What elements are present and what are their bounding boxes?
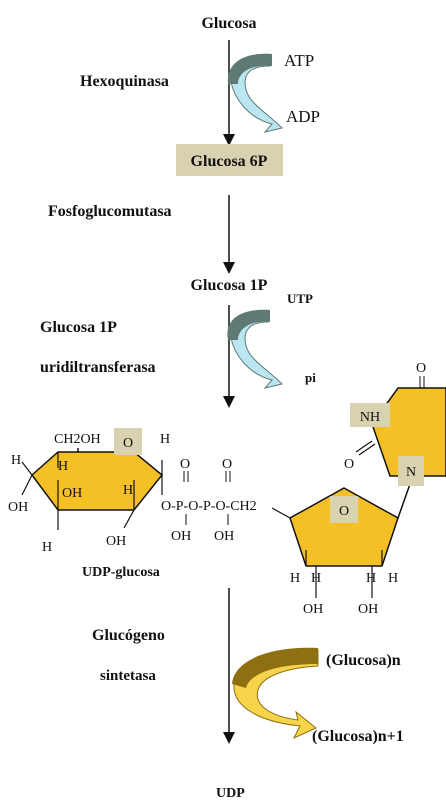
glucose-ring-o: O <box>123 436 133 451</box>
uracil-nh-label: NH <box>360 410 380 425</box>
phosphate-1-oh-label: OH <box>171 529 191 544</box>
ribose-h-left-label: H <box>290 571 300 586</box>
bond-oh-left <box>21 474 33 496</box>
uridiltransferasa-label-line1: Glucosa 1P <box>40 319 117 336</box>
hexoquinasa-label: Hexoquinasa <box>80 73 169 90</box>
glycogen-arrow-dark <box>232 647 318 688</box>
ribose-oh-right-label: OH <box>358 602 378 617</box>
bond-oh-bottom-right <box>123 509 135 529</box>
uracil-ring <box>371 387 446 477</box>
phosphate-1-o-label: O <box>180 457 190 472</box>
adp-label: ADP <box>286 107 320 126</box>
utp-label: UTP <box>287 291 313 306</box>
glucosa-1p-label: Glucosa 1P <box>191 277 268 294</box>
uracil-c-o-bond-b <box>358 443 376 456</box>
pi-label: pi <box>305 370 316 385</box>
glucosa-label: Glucosa <box>201 15 256 32</box>
glucogeno-sintetasa-line2: sintetasa <box>100 668 156 684</box>
glucosa-n-label: (Glucosa)n <box>326 652 401 669</box>
uracil-c-o-bond <box>355 440 373 453</box>
uracil-o-lower-label: O <box>344 457 354 472</box>
ribose-ring-o: O <box>339 504 349 519</box>
oh-left-label: OH <box>8 500 28 515</box>
h-bottom-label: H <box>42 540 52 555</box>
utp-pi-arrow-dark <box>227 309 270 340</box>
atp-adp-arrow-dark <box>227 53 272 84</box>
ribose-ring <box>289 487 399 567</box>
ribose-to-n-bond <box>397 483 411 519</box>
oh-bottom-right-label: OH <box>106 534 126 549</box>
oh-inner-label: OH <box>62 486 82 501</box>
uracil-o-top-label: O <box>416 361 426 376</box>
phosphate-2-oh-label: OH <box>214 529 234 544</box>
ribose-ring-o-box <box>330 496 358 523</box>
h-inner-label: H <box>58 459 68 474</box>
glucosa-6p-label: Glucosa 6P <box>191 153 268 170</box>
ribose-oh-left-label: OH <box>303 602 323 617</box>
phosphate-chain-label: O-P-O-P-O-CH2 <box>161 499 257 514</box>
h-top-right-label: H <box>160 432 170 447</box>
bond-h-left <box>21 461 33 476</box>
h-left-label: H <box>11 453 21 468</box>
ribose-h-left2-label: H <box>311 571 321 586</box>
h-right-inner-label: H <box>123 483 133 498</box>
glucose-ring <box>30 451 164 511</box>
udp-glucosa-label: UDP-glucosa <box>82 565 160 580</box>
glucosa-n1-label: (Glucosa)n+1 <box>312 728 404 745</box>
glucogeno-sintetasa-line1: Glucógeno <box>92 627 165 644</box>
uracil-nh-box <box>350 403 390 427</box>
fosfoglucomutasa-label: Fosfoglucomutasa <box>48 203 172 220</box>
glucose-ring-o-box <box>114 428 142 455</box>
glucosa-6p-box <box>176 144 283 176</box>
phosphate-2-o-label: O <box>222 457 232 472</box>
uridiltransferasa-label-line2: uridiltransferasa <box>40 359 156 376</box>
uracil-n-box <box>398 456 424 486</box>
ribose-h-right2-label: H <box>388 571 398 586</box>
ribose-ch2-bond <box>271 507 291 519</box>
atp-label: ATP <box>284 51 314 70</box>
ch2oh-label: CH2OH <box>54 432 101 447</box>
uracil-n-label: N <box>406 465 416 480</box>
ribose-h-right-label: H <box>366 571 376 586</box>
udp-label: UDP <box>216 786 245 801</box>
